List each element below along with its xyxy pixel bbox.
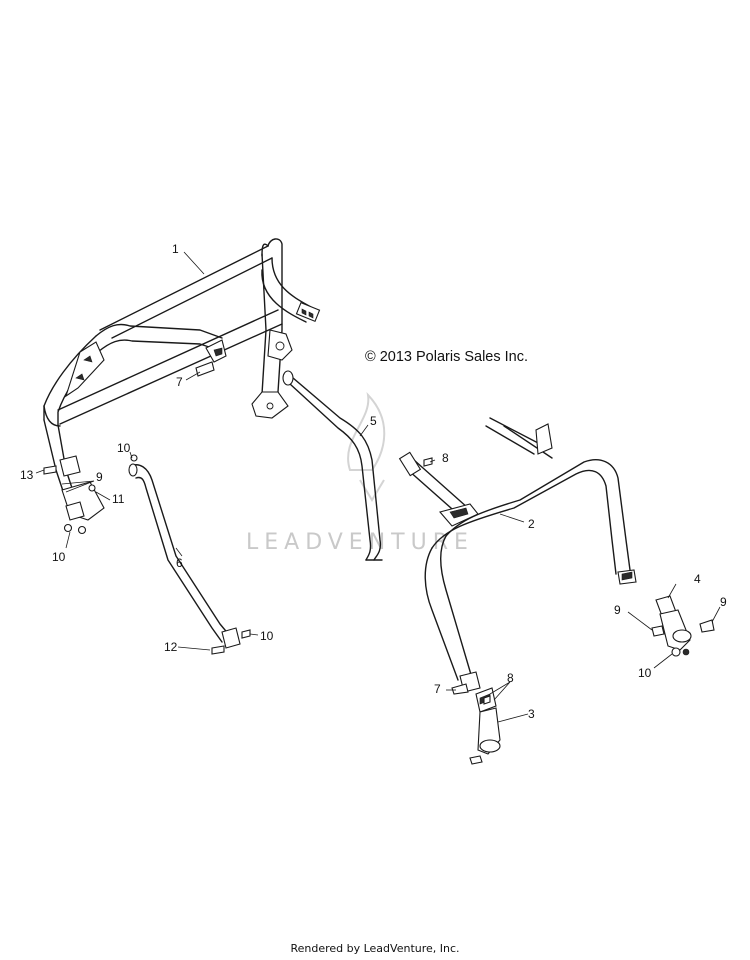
hardware [43,454,491,705]
part-6-brace [128,463,241,649]
callout-10-d: 10 [638,666,652,680]
callout-11: 11 [112,492,125,506]
callout-6: 6 [176,556,183,570]
part-5-brace [282,370,383,561]
copyright-text: © 2013 Polaris Sales Inc. [365,349,529,365]
callout-10-b: 10 [52,550,66,564]
watermark-text: LEADVENTURE [246,530,474,555]
callout-8-bottom: 8 [507,671,514,685]
callout-2: 2 [528,517,535,531]
callout-13: 13 [20,468,34,482]
part-4-foot-mount [651,595,715,657]
part-1-front-cage [43,238,321,521]
callout-3: 3 [528,707,535,721]
leader-lines [35,251,721,723]
callout-4: 4 [694,572,701,586]
callout-7-front: 7 [176,375,183,389]
part-2-rear-cage [398,417,637,693]
callout-5: 5 [370,414,377,428]
watermark: LEADVENTURE [246,392,474,555]
callout-10-c: 10 [260,629,274,643]
callout-8-top: 8 [442,451,449,465]
callout-9-left: 9 [96,470,103,484]
callout-9-right-b: 9 [720,595,727,609]
callout-12: 12 [164,640,178,654]
callouts: 1 2 3 4 5 6 7 7 8 8 9 9 9 10 10 10 10 11… [20,242,727,721]
callout-7-rear: 7 [434,682,441,696]
part-3-foot-mount [451,683,501,765]
callout-1: 1 [172,242,179,256]
footer-text: Rendered by LeadVenture, Inc. [290,942,460,955]
callout-9-right-a: 9 [614,603,621,617]
callout-10-a: 10 [117,441,131,455]
